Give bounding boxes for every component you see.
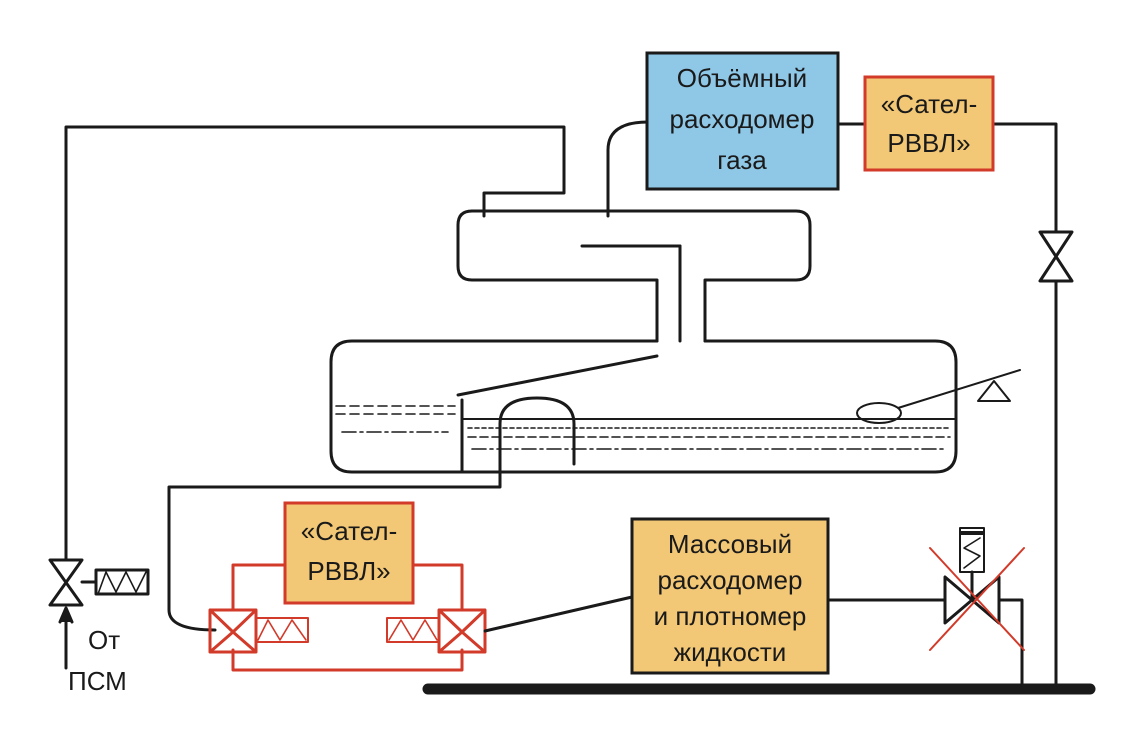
bypass-lower [231,648,464,672]
gas-flowmeter-label-2: расходомер [670,104,815,134]
satel-bottom-label-2: РВВЛ» [307,556,390,586]
float-lever [897,369,1021,409]
separator-internal-pipe [498,396,576,466]
left-actuator-spring [257,619,307,641]
mass-flowmeter-label-2: расходомер [658,565,803,595]
separator-vessel [329,339,958,474]
gas-discharge-pipe [991,122,1058,234]
inlet-actuator [94,568,150,596]
cross-out-line-2 [929,547,1025,651]
liquid-outlet-pipe [167,422,502,632]
float [856,402,902,424]
mass-flowmeter-label-1: Массовый [668,529,792,559]
bypass-upper [231,563,464,612]
bypass-valve-left [208,608,258,654]
left-actuator [255,617,309,643]
regulating-valve-actuator-cap [959,527,985,535]
inlet-valve [48,558,84,607]
source-label-1: От [88,625,120,655]
right-actuator-spring [388,619,438,641]
satel-top-label-2: РВВЛ» [887,128,970,158]
liquid-level-marks [335,405,951,450]
source-label-2: ПСМ [68,666,127,696]
mass-flowmeter-inlet [483,595,634,633]
inlet-actuator-spring [97,571,147,595]
gas-receiver-right [470,209,812,343]
gas-receiver-left [456,209,659,343]
mass-flowmeter-label-4: жидкости [674,637,787,667]
gas-flowmeter-label-3: газа [717,145,767,175]
satel-bottom-label-1: «Сател- [301,516,397,546]
right-actuator [386,617,440,643]
inlet-pipe [456,354,659,397]
float-pivot [977,380,1011,402]
satel-top-box [863,75,995,172]
gas-shutoff-valve [1038,230,1074,283]
regulating-valve-actuator [959,531,985,573]
inlet-line [64,125,566,562]
gas-flowmeter-box [645,51,840,191]
satel-bottom-box [283,501,415,605]
inlet-arrow-head [58,606,74,624]
regulating-valve-spring [963,537,981,569]
bypass-valve-right [437,608,487,654]
gas-outlet-pipe [606,120,650,218]
gas-flowmeter-label-1: Объёмный [677,63,807,93]
mass-flowmeter-label-3: и плотномер [654,601,807,631]
liquid-discharge-pipe [998,598,1024,691]
mass-flowmeter-box [630,517,830,675]
satel-top-label-1: «Сател- [881,89,977,119]
